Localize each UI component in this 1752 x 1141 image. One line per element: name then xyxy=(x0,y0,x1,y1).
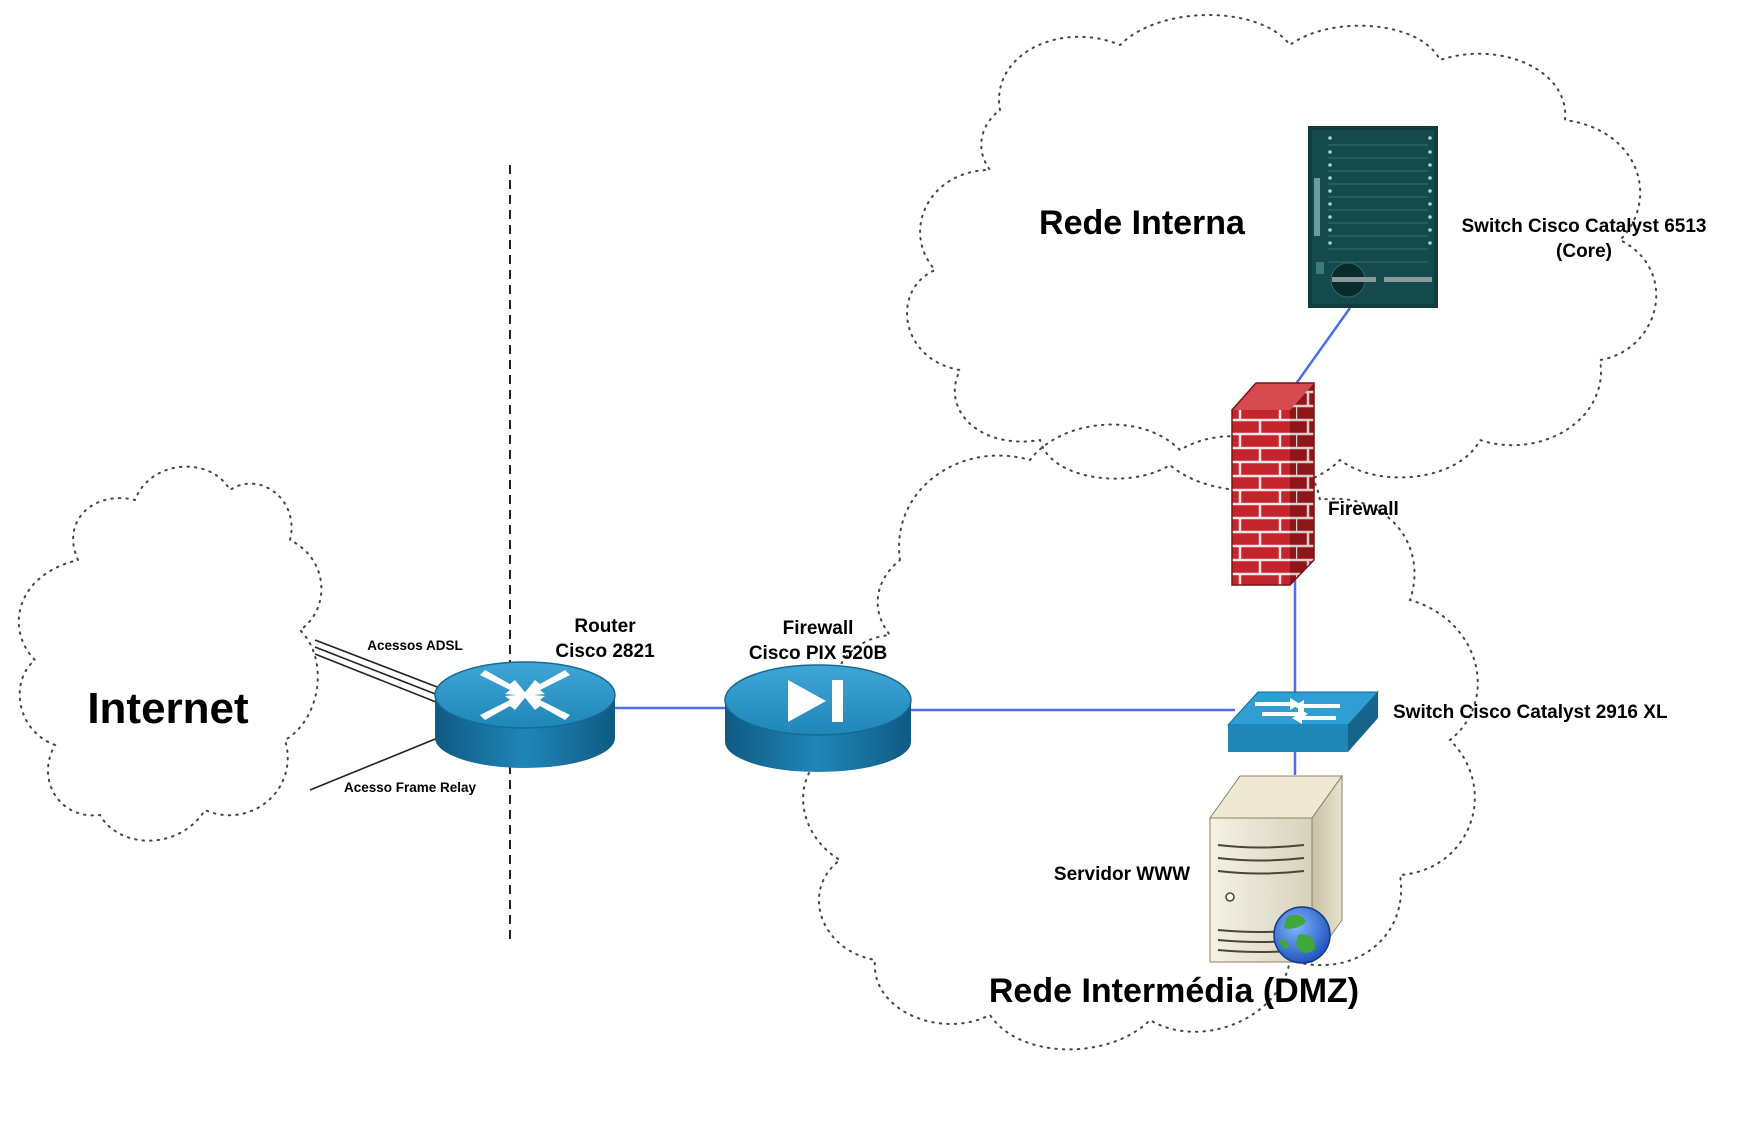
access-switch-icon[interactable] xyxy=(1226,691,1380,752)
globe-icon xyxy=(1273,906,1331,964)
adsl-link-label: Acessos ADSL xyxy=(367,638,463,653)
web-server-label: Servidor WWW xyxy=(1054,864,1190,885)
internet-zone-title: Internet xyxy=(87,684,249,733)
adsl-links xyxy=(314,639,446,705)
pix-firewall-icon[interactable] xyxy=(724,664,912,772)
router-label-line2: Cisco 2821 xyxy=(555,641,655,662)
core-switch-icon[interactable] xyxy=(1308,126,1438,308)
frame-relay-link-label: Acesso Frame Relay xyxy=(344,780,477,795)
internal-network-cloud xyxy=(906,14,1658,492)
core-switch-label-line1: Switch Cisco Catalyst 6513 xyxy=(1462,216,1707,237)
internet-cloud xyxy=(17,465,323,842)
pix-label-line2: Cisco PIX 520B xyxy=(749,643,887,664)
internal-network-title: Rede Interna xyxy=(1039,204,1246,242)
router-label-line1: Router xyxy=(574,616,636,637)
dmz-cloud xyxy=(802,423,1479,1051)
firewall-label: Firewall xyxy=(1328,499,1399,520)
dmz-title: Rede Intermédia (DMZ) xyxy=(989,972,1359,1010)
pix-label-line1: Firewall xyxy=(783,618,854,639)
router-icon[interactable] xyxy=(434,661,616,768)
access-switch-label: Switch Cisco Catalyst 2916 XL xyxy=(1393,702,1668,723)
core-switch-label-line2: (Core) xyxy=(1556,241,1612,262)
frame-relay-link xyxy=(309,734,446,791)
brick-firewall-icon[interactable] xyxy=(1231,382,1315,586)
web-server-icon[interactable] xyxy=(1209,774,1343,964)
